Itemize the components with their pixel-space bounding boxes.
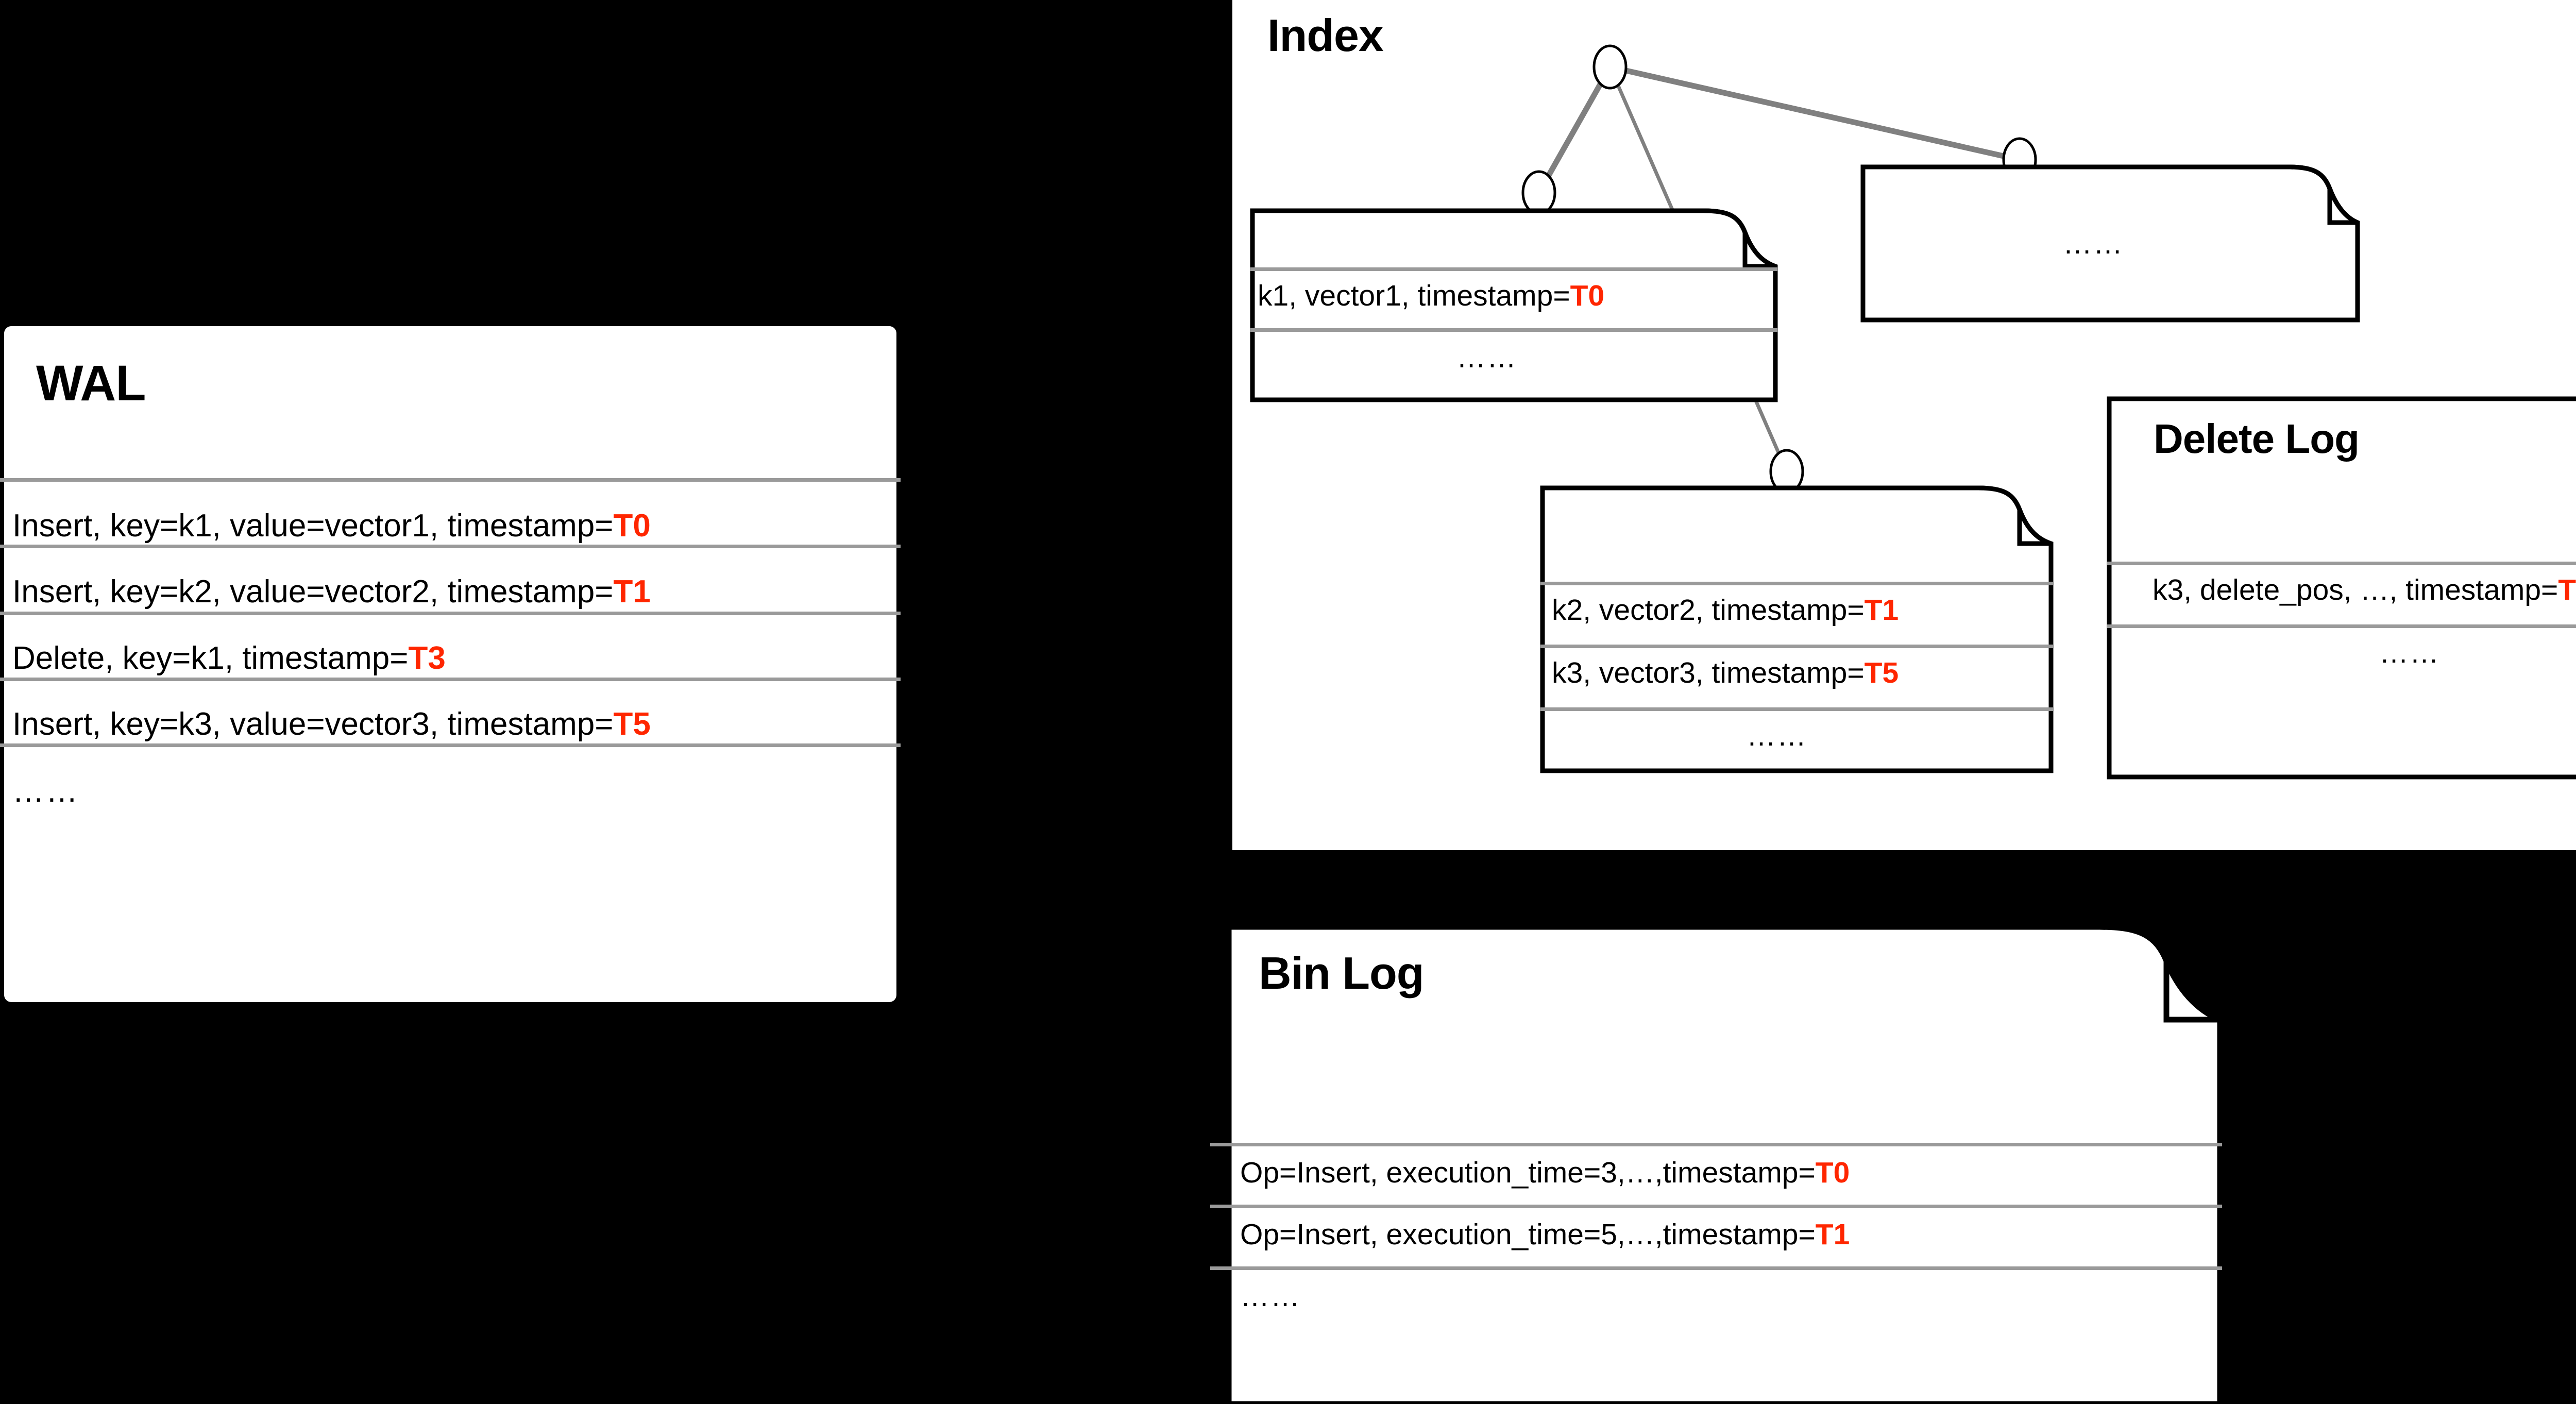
bin-log-panel: Bin Log Op=Insert, execution_time=3,…,ti… — [1210, 924, 2223, 1404]
leaf-node-k1: k1, vector1, timestamp=T0 …… — [1250, 208, 1778, 402]
wal-row: Insert, key=k3, value=vector3, timestamp… — [12, 706, 651, 742]
bin-log-row-ellipsis: …… — [1240, 1280, 1301, 1313]
wal-row: Delete, key=k1, timestamp=T3 — [12, 640, 446, 676]
doc-shape — [1226, 924, 2223, 1404]
delete-log-row-ellipsis: …… — [2379, 636, 2440, 669]
delete-log-box: Delete Log k3, delete_pos, …, timestamp=… — [2107, 396, 2576, 780]
bin-log-row: Op=Insert, execution_time=5,…,timestamp=… — [1240, 1218, 1850, 1251]
bin-log-separator — [1210, 1266, 2222, 1270]
wal-row: Insert, key=k2, value=vector2, timestamp… — [12, 574, 651, 610]
leaf-row-ellipsis: …… — [1456, 341, 1517, 374]
leaf-row: k1, vector1, timestamp=T0 — [1258, 279, 1605, 312]
leaf-node-k2-k3: k2, vector2, timestamp=T1 k3, vector3, t… — [1540, 485, 2054, 773]
bin-log-separator — [1210, 1205, 2222, 1208]
leaf-row-ellipsis: …… — [2063, 227, 2124, 260]
wal-separator — [0, 678, 901, 681]
leaf-separator — [1540, 707, 2053, 711]
bin-log-title: Bin Log — [1259, 948, 1424, 999]
leaf-separator — [1250, 328, 1777, 332]
doc-shape — [1250, 208, 1778, 402]
delete-log-separator — [2107, 562, 2576, 565]
leaf-node-more: …… — [1860, 164, 2360, 323]
wal-panel — [4, 326, 896, 1002]
wal-separator — [0, 612, 901, 615]
delete-log-title: Delete Log — [2154, 416, 2360, 462]
wal-title: WAL — [36, 355, 146, 411]
delete-log-row: k3, delete_pos, …, timestamp=T3 — [2153, 573, 2576, 606]
bin-log-row: Op=Insert, execution_time=3,…,timestamp=… — [1240, 1156, 1850, 1189]
wal-separator — [0, 478, 901, 482]
doc-shape — [1860, 164, 2360, 323]
leaf-separator — [1540, 645, 2053, 648]
leaf-row: k2, vector2, timestamp=T1 — [1552, 594, 1899, 627]
leaf-separator — [1250, 267, 1777, 271]
leaf-row: k3, vector3, timestamp=T5 — [1552, 656, 1899, 689]
leaf-separator — [1540, 582, 2053, 585]
wal-row-ellipsis: …… — [12, 773, 79, 809]
delete-log-separator — [2107, 624, 2576, 628]
leaf-row-ellipsis: …… — [1747, 719, 1807, 752]
wal-separator — [0, 545, 901, 548]
wal-row: Insert, key=k1, value=vector1, timestamp… — [12, 508, 651, 544]
doc-shape — [2107, 396, 2576, 780]
wal-separator — [0, 743, 901, 747]
bin-log-separator — [1210, 1143, 2222, 1146]
doc-shape — [1540, 485, 2054, 773]
index-title: Index — [1267, 10, 1384, 61]
